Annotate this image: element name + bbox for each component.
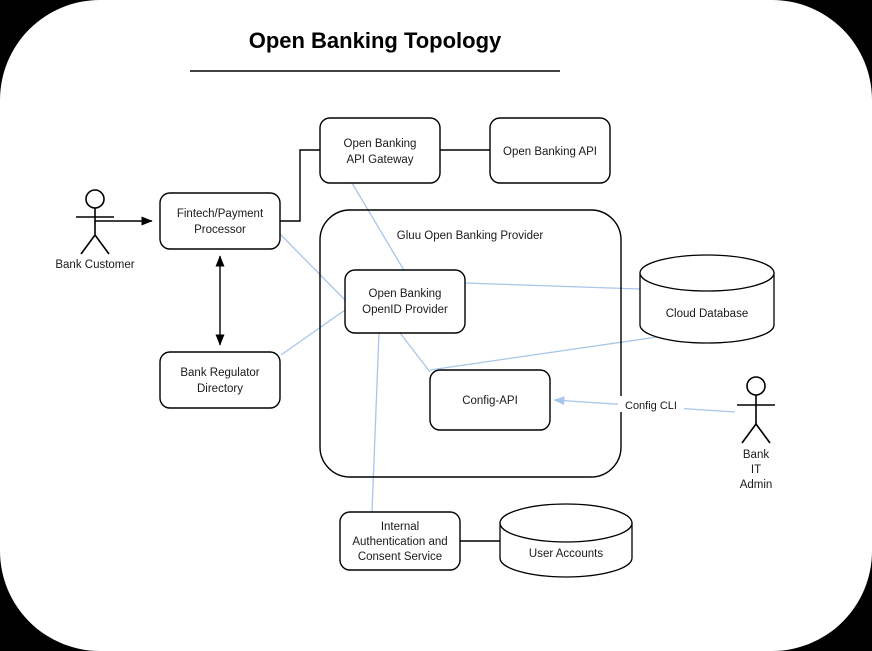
node-user-accounts-top xyxy=(499,503,633,543)
page-title: Open Banking Topology xyxy=(249,28,502,53)
node-config-api-label: Config-API xyxy=(462,395,518,407)
node-bank-regulator-directory[interactable]: Bank Regulator Directory xyxy=(159,351,281,409)
actor-bank-it-admin-label-line1: Bank xyxy=(743,449,769,461)
node-api-gateway-shape xyxy=(319,117,441,184)
node-internal-auth-label-line2: Authentication and xyxy=(352,536,447,548)
node-openid-provider[interactable]: Open Banking OpenID Provider xyxy=(344,269,466,334)
node-bank-regulator-directory-label-line1: Bank Regulator xyxy=(180,367,259,379)
edge-label-config-cli: Config CLI xyxy=(618,396,684,412)
node-cloud-database-body xyxy=(639,272,775,344)
container-gluu-provider-shape xyxy=(319,209,622,478)
edge-openid-to-internalauth xyxy=(371,332,380,513)
actor-bank-customer-leg-right-icon xyxy=(94,234,110,255)
node-api-gateway[interactable]: Open Banking API Gateway xyxy=(319,117,441,184)
edge-regulator-to-openid xyxy=(280,309,346,356)
node-internal-auth-shape xyxy=(339,511,461,571)
node-config-api-shape xyxy=(429,369,551,431)
node-config-api[interactable]: Config-API xyxy=(429,369,551,431)
node-internal-auth-label-line3: Consent Service xyxy=(358,551,442,563)
actor-bank-customer-leg-left-icon xyxy=(80,234,96,255)
node-cloud-database-top xyxy=(639,254,775,292)
actor-bank-customer[interactable]: Bank Customer xyxy=(55,189,135,271)
edge-openid-to-configapi xyxy=(399,332,431,373)
node-cloud-database[interactable]: Cloud Database xyxy=(639,254,775,344)
edge-gateway-to-openid xyxy=(351,182,406,273)
edge-openid-to-clouddb xyxy=(464,282,641,290)
node-openid-provider-shape xyxy=(344,269,466,334)
node-bank-regulator-directory-shape xyxy=(159,351,281,409)
node-fintech-processor[interactable]: Fintech/Payment Processor xyxy=(159,192,281,250)
container-gluu-provider-label: Gluu Open Banking Provider xyxy=(397,230,544,242)
node-user-accounts[interactable]: User Accounts xyxy=(499,503,633,578)
node-internal-auth[interactable]: Internal Authentication and Consent Serv… xyxy=(339,511,461,571)
actor-bank-it-admin-leg-left-icon xyxy=(741,423,757,444)
node-open-banking-api-shape xyxy=(489,117,611,184)
node-fintech-processor-label-line1: Fintech/Payment xyxy=(177,208,264,220)
node-api-gateway-label-line1: Open Banking xyxy=(344,138,417,150)
edge-fintech-to-openid xyxy=(279,233,346,301)
node-cloud-database-label: Cloud Database xyxy=(666,308,748,320)
node-fintech-processor-label-line2: Processor xyxy=(194,224,246,236)
node-fintech-processor-shape xyxy=(159,192,281,250)
actor-bank-it-admin-leg-right-icon xyxy=(755,423,771,444)
actor-bank-it-admin-head-icon xyxy=(746,376,766,396)
actor-bank-customer-head-icon xyxy=(85,189,105,209)
actor-bank-it-admin[interactable]: Bank IT Admin xyxy=(737,376,775,491)
node-user-accounts-label: User Accounts xyxy=(529,548,603,560)
node-openid-provider-label-line1: Open Banking xyxy=(369,288,442,300)
black-links-group xyxy=(95,149,500,542)
actor-bank-it-admin-label-line3: Admin xyxy=(740,479,773,491)
node-bank-regulator-directory-label-line2: Directory xyxy=(197,383,243,395)
node-open-banking-api-label: Open Banking API xyxy=(503,146,597,158)
actor-bank-customer-label: Bank Customer xyxy=(55,259,134,271)
container-gluu-provider[interactable]: Gluu Open Banking Provider xyxy=(319,209,622,478)
edge-label-config-cli-bg xyxy=(618,396,684,412)
actor-bank-it-admin-label-line2: IT xyxy=(751,464,761,476)
node-api-gateway-label-line2: API Gateway xyxy=(346,154,413,166)
node-open-banking-api[interactable]: Open Banking API xyxy=(489,117,611,184)
edge-label-config-cli-text: Config CLI xyxy=(625,400,677,412)
node-openid-provider-label-line2: OpenID Provider xyxy=(362,304,448,316)
edge-fintech-to-gateway xyxy=(280,149,320,222)
node-internal-auth-label-line1: Internal xyxy=(381,521,419,533)
